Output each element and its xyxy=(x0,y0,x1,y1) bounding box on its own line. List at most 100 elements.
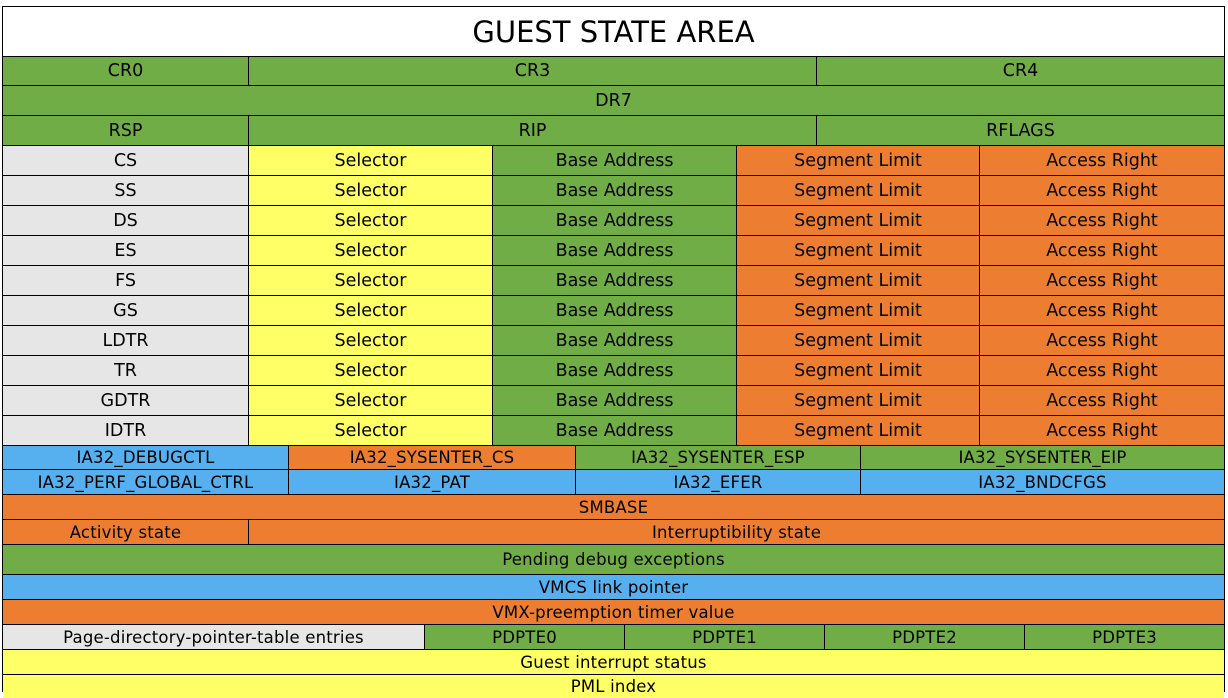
segment-segment-limit-cell: Segment Limit xyxy=(737,176,980,206)
segment-segment-limit-cell: Segment Limit xyxy=(737,386,980,416)
pdpte1-cell: PDPTE1 xyxy=(625,625,825,650)
segment-name-cell: TR xyxy=(3,356,249,386)
pdpte-label-cell: Page-directory-pointer-table entries xyxy=(3,625,425,650)
pml-index-cell: PML index xyxy=(3,675,1224,698)
guest-interrupt-row: Guest interrupt status xyxy=(3,650,1224,675)
ia32-bndcfgs-cell: IA32_BNDCFGS xyxy=(861,470,1224,495)
vmcs-link-row: VMCS link pointer xyxy=(3,575,1224,600)
segment-base-address-cell: Base Address xyxy=(493,326,737,356)
segment-selector-cell: Selector xyxy=(249,386,493,416)
segment-access-right-cell: Access Right xyxy=(980,206,1224,236)
ia32-efer-cell: IA32_EFER xyxy=(576,470,861,495)
segment-selector-cell: Selector xyxy=(249,236,493,266)
segment-selector-cell: Selector xyxy=(249,206,493,236)
segment-segment-limit-cell: Segment Limit xyxy=(737,416,980,446)
segment-access-right-cell: Access Right xyxy=(980,356,1224,386)
pml-index-row: PML index xyxy=(3,675,1224,698)
segment-access-right-cell: Access Right xyxy=(980,386,1224,416)
segment-segment-limit-cell: Segment Limit xyxy=(737,206,980,236)
vmcs-link-pointer-cell: VMCS link pointer xyxy=(3,575,1224,600)
segment-access-right-cell: Access Right xyxy=(980,266,1224,296)
vmx-preemption-timer-cell: VMX-preemption timer value xyxy=(3,600,1224,625)
state-row: Activity state Interruptibility state xyxy=(3,520,1224,545)
cr4-cell: CR4 xyxy=(817,57,1224,86)
rip-cell: RIP xyxy=(249,116,817,146)
pdpte0-cell: PDPTE0 xyxy=(425,625,625,650)
control-register-row: CR0 CR3 CR4 xyxy=(3,57,1224,86)
pointer-row: RSP RIP RFLAGS xyxy=(3,116,1224,146)
segment-selector-cell: Selector xyxy=(249,176,493,206)
pdpte3-cell: PDPTE3 xyxy=(1025,625,1224,650)
segment-base-address-cell: Base Address xyxy=(493,386,737,416)
segment-name-cell: ES xyxy=(3,236,249,266)
segment-segment-limit-cell: Segment Limit xyxy=(737,296,980,326)
debug-register-row: DR7 xyxy=(3,86,1224,116)
segment-name-cell: GS xyxy=(3,296,249,326)
segment-selector-cell: Selector xyxy=(249,266,493,296)
segment-segment-limit-cell: Segment Limit xyxy=(737,146,980,176)
ia32-sysenter-cs-cell: IA32_SYSENTER_CS xyxy=(289,446,576,470)
segment-access-right-cell: Access Right xyxy=(980,416,1224,446)
segment-access-right-cell: Access Right xyxy=(980,236,1224,266)
interruptibility-state-cell: Interruptibility state xyxy=(249,520,1224,545)
ia32-sysenter-eip-cell: IA32_SYSENTER_EIP xyxy=(861,446,1224,470)
segment-access-right-cell: Access Right xyxy=(980,146,1224,176)
ia32-sysenter-esp-cell: IA32_SYSENTER_ESP xyxy=(576,446,861,470)
ia32-debugctl-cell: IA32_DEBUGCTL xyxy=(3,446,289,470)
table-title: GUEST STATE AREA xyxy=(3,7,1224,57)
segment-base-address-cell: Base Address xyxy=(493,176,737,206)
segment-name-cell: SS xyxy=(3,176,249,206)
rflags-cell: RFLAGS xyxy=(817,116,1224,146)
segment-base-address-cell: Base Address xyxy=(493,356,737,386)
segment-name-cell: GDTR xyxy=(3,386,249,416)
ia32-pat-cell: IA32_PAT xyxy=(289,470,576,495)
segment-base-address-cell: Base Address xyxy=(493,266,737,296)
msr-row-2: IA32_PERF_GLOBAL_CTRL IA32_PAT IA32_EFER… xyxy=(3,470,1224,495)
segment-base-address-cell: Base Address xyxy=(493,206,737,236)
segment-access-right-cell: Access Right xyxy=(980,296,1224,326)
activity-state-cell: Activity state xyxy=(3,520,249,545)
segment-segment-limit-cell: Segment Limit xyxy=(737,326,980,356)
segment-base-address-cell: Base Address xyxy=(493,416,737,446)
pending-debug-row: Pending debug exceptions xyxy=(3,545,1224,575)
guest-state-area-table: GUEST STATE AREA CR0 CR3 CR4 DR7 RSP RIP… xyxy=(2,6,1225,698)
cr3-cell: CR3 xyxy=(249,57,817,86)
preemption-timer-row: VMX-preemption timer value xyxy=(3,600,1224,625)
guest-interrupt-status-cell: Guest interrupt status xyxy=(3,650,1224,675)
segment-name-cell: DS xyxy=(3,206,249,236)
pdpte2-cell: PDPTE2 xyxy=(825,625,1025,650)
rsp-cell: RSP xyxy=(3,116,249,146)
segment-selector-cell: Selector xyxy=(249,326,493,356)
smbase-row: SMBASE xyxy=(3,495,1224,520)
pending-debug-exceptions-cell: Pending debug exceptions xyxy=(3,545,1224,575)
segment-name-cell: IDTR xyxy=(3,416,249,446)
segment-name-cell: FS xyxy=(3,266,249,296)
ia32-perf-global-ctrl-cell: IA32_PERF_GLOBAL_CTRL xyxy=(3,470,289,495)
segment-access-right-cell: Access Right xyxy=(980,326,1224,356)
segment-selector-cell: Selector xyxy=(249,146,493,176)
segment-name-cell: CS xyxy=(3,146,249,176)
segment-segment-limit-cell: Segment Limit xyxy=(737,266,980,296)
pdpte-row: Page-directory-pointer-table entries PDP… xyxy=(3,625,1224,650)
segment-base-address-cell: Base Address xyxy=(493,296,737,326)
segment-base-address-cell: Base Address xyxy=(493,236,737,266)
segment-base-address-cell: Base Address xyxy=(493,146,737,176)
segment-name-cell: LDTR xyxy=(3,326,249,356)
msr-row-1: IA32_DEBUGCTL IA32_SYSENTER_CS IA32_SYSE… xyxy=(3,446,1224,470)
smbase-cell: SMBASE xyxy=(3,495,1224,520)
dr7-cell: DR7 xyxy=(3,86,1224,116)
segment-selector-cell: Selector xyxy=(249,296,493,326)
segment-segment-limit-cell: Segment Limit xyxy=(737,356,980,386)
segment-selector-cell: Selector xyxy=(249,356,493,386)
segment-access-right-cell: Access Right xyxy=(980,176,1224,206)
